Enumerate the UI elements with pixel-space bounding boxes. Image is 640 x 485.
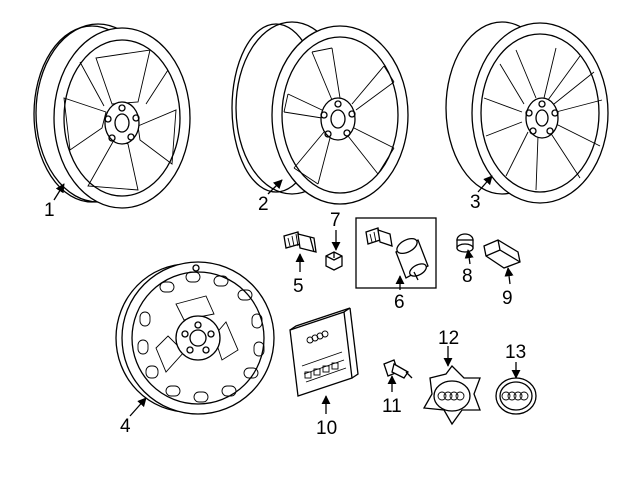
leader-4: [129, 397, 147, 417]
locking-bolt-kit-6: [355, 217, 437, 289]
steel-wheel-4: [115, 261, 275, 415]
valve-tool-9: [483, 239, 521, 269]
callout-1: 1: [44, 200, 55, 221]
leader-3: [477, 175, 493, 193]
callout-4: 4: [120, 416, 131, 437]
alloy-wheel-1: [33, 23, 191, 209]
leader-1: [53, 183, 65, 201]
center-cap-13: [495, 377, 537, 415]
callout-3: 3: [470, 192, 481, 213]
alloy-wheel-3: [445, 21, 609, 204]
bolt-11: [383, 359, 413, 379]
wheel-bolt-5: [283, 231, 317, 253]
callout-2: 2: [258, 194, 269, 215]
callout-12: 12: [438, 328, 459, 349]
leader-lines: [53, 175, 521, 417]
callout-13: 13: [505, 342, 526, 363]
leader-9: [504, 267, 514, 285]
callout-11: 11: [382, 396, 402, 417]
callout-8: 8: [462, 266, 473, 287]
callout-6: 6: [394, 292, 405, 313]
label-kit-10: [289, 307, 359, 397]
callout-10: 10: [316, 418, 337, 439]
callout-9: 9: [502, 288, 513, 309]
valve-cap-8: [456, 233, 474, 253]
lug-nut-7: [325, 251, 343, 271]
callout-5: 5: [293, 276, 304, 297]
leader-2: [267, 179, 283, 195]
callout-labels: 1 2 3 4 5 6 7 8 9 10 11 12 13: [44, 192, 526, 439]
alloy-wheel-2: [231, 21, 409, 205]
leader-8: [464, 249, 474, 265]
callout-7: 7: [330, 210, 341, 231]
center-cap-12: [422, 365, 481, 426]
